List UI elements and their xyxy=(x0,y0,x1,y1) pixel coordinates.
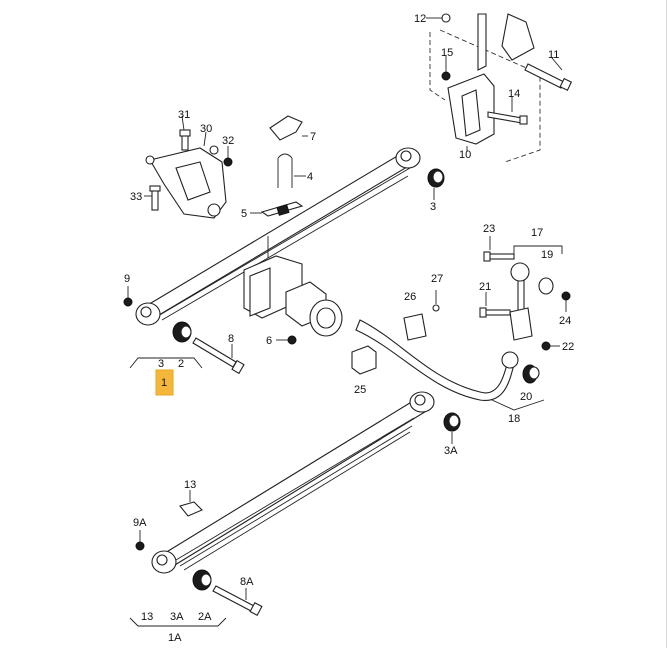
callout-25[interactable]: 25 xyxy=(354,384,366,396)
callout-13[interactable]: 13 xyxy=(141,611,153,623)
callout-13-top[interactable]: 13 xyxy=(184,479,196,491)
callout-19[interactable]: 19 xyxy=(541,249,553,261)
u-bolt-clamp xyxy=(250,115,308,217)
highlight-marker[interactable] xyxy=(155,369,174,396)
mounting-bracket-30 xyxy=(144,115,233,219)
callout-9A[interactable]: 9A xyxy=(133,517,147,529)
callout-3A[interactable]: 3A xyxy=(444,445,458,457)
callout-9[interactable]: 9 xyxy=(124,273,130,285)
callout-20[interactable]: 20 xyxy=(520,391,532,403)
callout-27[interactable]: 27 xyxy=(431,273,443,285)
callout-2[interactable]: 2 xyxy=(178,358,184,370)
callout-3A-bottom[interactable]: 3A xyxy=(170,611,184,623)
callout-21[interactable]: 21 xyxy=(479,281,491,293)
stabilizer-bar-18 xyxy=(351,290,540,401)
callout-24[interactable]: 24 xyxy=(559,315,571,327)
callout-26[interactable]: 26 xyxy=(404,291,416,303)
callout-23[interactable]: 23 xyxy=(483,223,495,235)
group-brackets xyxy=(129,357,227,627)
callout-17[interactable]: 17 xyxy=(531,227,543,239)
callout-2A[interactable]: 2A xyxy=(198,611,212,623)
callout-30[interactable]: 30 xyxy=(200,123,212,135)
callout-14[interactable]: 14 xyxy=(508,88,520,100)
callout-33[interactable]: 33 xyxy=(130,191,142,203)
upper-leaf-spring xyxy=(123,147,445,375)
callout-10[interactable]: 10 xyxy=(459,149,471,161)
lower-leaf-spring xyxy=(135,391,461,617)
callout-22[interactable]: 22 xyxy=(562,341,574,353)
callout-1A[interactable]: 1A xyxy=(168,632,182,644)
callout-5[interactable]: 5 xyxy=(241,208,247,220)
bracket-assembly-10 xyxy=(426,13,573,163)
callout-18[interactable]: 18 xyxy=(508,413,520,425)
callout-31[interactable]: 31 xyxy=(178,109,190,121)
callout-32[interactable]: 32 xyxy=(222,135,234,147)
callout-4[interactable]: 4 xyxy=(307,171,313,183)
callout-15[interactable]: 15 xyxy=(441,47,453,59)
callout-3[interactable]: 3 xyxy=(158,358,164,370)
callout-6[interactable]: 6 xyxy=(266,335,272,347)
callout-11[interactable]: 11 xyxy=(548,49,559,61)
callout-3-top[interactable]: 3 xyxy=(430,201,436,213)
highlight-marker-label: 1 xyxy=(161,377,167,389)
drop-link-17 xyxy=(479,236,571,411)
callout-8[interactable]: 8 xyxy=(228,333,234,345)
callout-labels: 12 11 15 14 10 31 30 32 7 4 5 33 3 9 6 8… xyxy=(124,13,574,644)
callout-12[interactable]: 12 xyxy=(414,13,426,25)
callout-8A[interactable]: 8A xyxy=(240,576,254,588)
callout-7[interactable]: 7 xyxy=(310,131,316,143)
axle-housing xyxy=(243,236,343,345)
